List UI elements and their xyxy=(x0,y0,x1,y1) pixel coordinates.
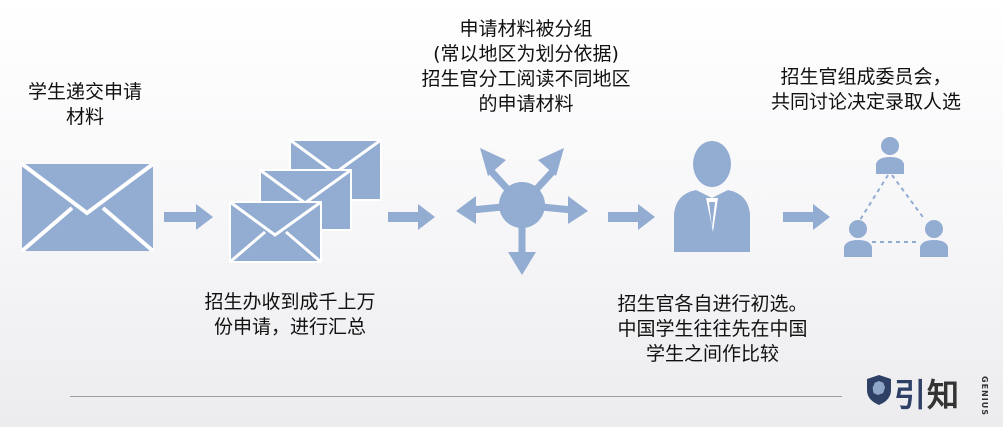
person-icon xyxy=(844,220,872,257)
logo-char-zhi: 知 xyxy=(927,376,961,414)
step-3-label: 申请材料被分组 (常以地区为划分依据) 招生官分工阅读不同地区 的申请材料 xyxy=(421,18,631,115)
admissions-officer-icon xyxy=(674,141,750,252)
person-icon xyxy=(876,137,904,174)
shield-brain-icon xyxy=(867,375,891,405)
logo-wordmark: 引知 xyxy=(894,370,960,416)
arrow-right-icon xyxy=(783,204,830,230)
arrow-right-icon xyxy=(164,204,213,230)
step-5-label: 招生官组成委员会， 共同讨论决定录取人选 xyxy=(770,66,961,113)
person-icon xyxy=(920,220,948,257)
arrow-right-icon xyxy=(388,204,435,230)
envelope-icon xyxy=(20,162,155,253)
step-4-label: 招生官各自进行初选。 中国学生往往先在中国 学生之间作比较 xyxy=(617,293,808,365)
step-2-label: 招生办收到成千上万 份申请，进行汇总 xyxy=(204,291,376,338)
distribute-arrows-icon xyxy=(456,148,588,275)
brand-logo: 引知 GENIUS xyxy=(864,368,994,416)
logo-genius-text: GENIUS xyxy=(980,376,989,416)
committee-icon xyxy=(844,137,948,257)
stacked-envelopes-icon xyxy=(229,138,382,264)
step-1-label: 学生递交申请 材料 xyxy=(27,81,142,128)
arrow-right-icon xyxy=(608,204,655,230)
divider-line xyxy=(70,396,842,397)
logo-char-yin: 引 xyxy=(894,376,928,414)
